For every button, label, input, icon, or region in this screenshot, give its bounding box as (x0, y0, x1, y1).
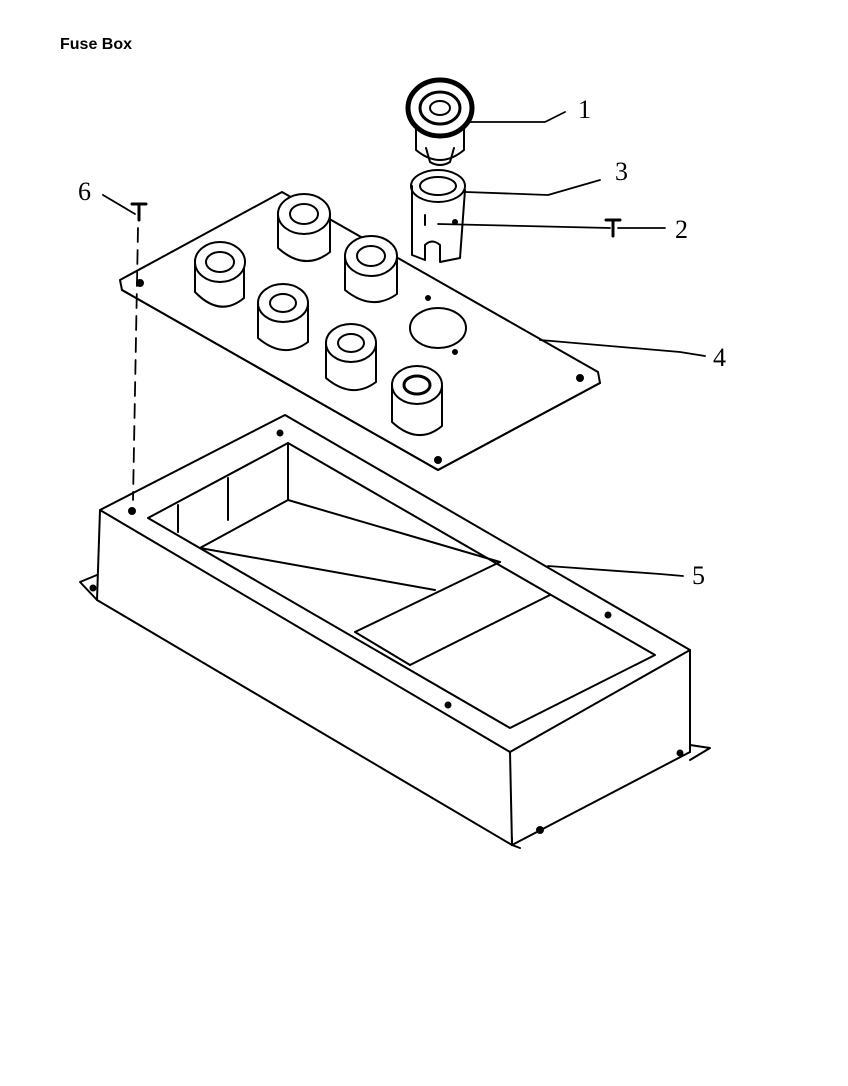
fuse-box-enclosure (79, 414, 711, 849)
callout-1: 1 (578, 95, 591, 124)
screw-part-2 (604, 218, 622, 238)
fuse-holder (391, 365, 443, 436)
callout-3: 3 (615, 157, 628, 186)
callout-6: 6 (78, 177, 91, 206)
callout-2: 2 (675, 215, 688, 244)
fuse-holder (194, 241, 246, 308)
page-title: Fuse Box (60, 36, 133, 53)
fuse-holders (194, 193, 443, 436)
fuse-holder (277, 193, 331, 262)
fuse-holder (257, 283, 309, 351)
fuse (405, 77, 475, 166)
callout-4: 4 (713, 343, 726, 372)
fuse-holder (325, 323, 377, 391)
leader-lines (102, 111, 706, 577)
fuse-holder (344, 235, 398, 303)
callout-5: 5 (692, 561, 705, 590)
fuse-socket (410, 169, 466, 263)
screw-part-6 (130, 202, 148, 222)
